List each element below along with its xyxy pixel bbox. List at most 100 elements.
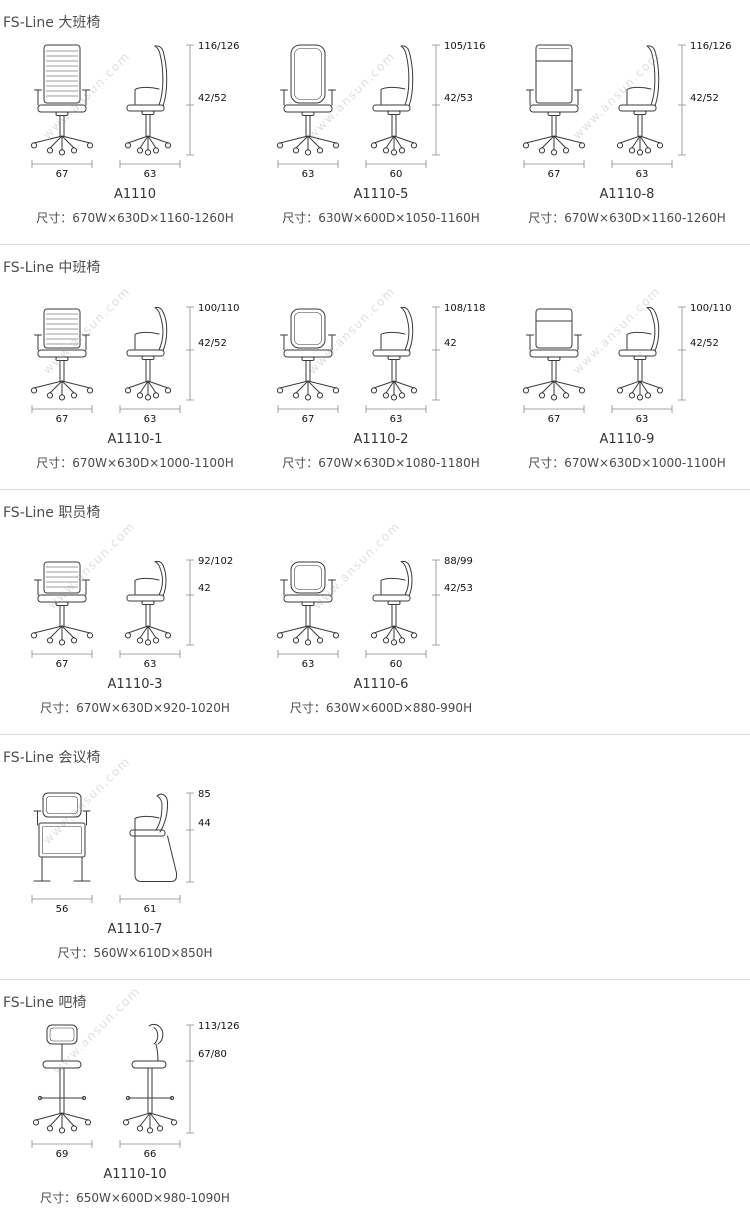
- size-text: 尺寸：560W×610D×850H: [57, 946, 213, 960]
- chair-drawing: 116/126 42/52 67 63: [20, 41, 240, 180]
- height-dimension: 116/126 42/52: [678, 41, 732, 156]
- chair-front-view: [277, 309, 338, 400]
- size-text: 尺寸：670W×630D×1080-1180H: [282, 456, 480, 470]
- product-cell: 113/126 67/80 69 66 A1110-10 尺寸：650W×600…: [20, 1020, 250, 1206]
- side-width-dimension: 63: [365, 405, 427, 425]
- height-dim-ticks: [186, 1024, 194, 1134]
- model-name: A1110-2: [353, 432, 409, 447]
- side-width-dim-line: [611, 160, 673, 168]
- product-cell: 116/126 42/52 67 63 A1110-8 尺寸：670W×630D…: [512, 40, 742, 226]
- height-dim-ticks: [432, 559, 440, 646]
- height-dimension: 100/110 42/52: [186, 303, 240, 401]
- chair-front-view: [32, 1024, 92, 1134]
- overall-height-label: 116/126: [690, 41, 732, 52]
- side-width-dim-line: [119, 895, 181, 903]
- height-dimension: 108/118 42: [432, 303, 486, 401]
- model-name: A1110-3: [107, 677, 163, 692]
- product-cell: 88/99 42/53 63 60 A1110-6 尺寸：630W×600D×8…: [266, 530, 496, 716]
- front-width-label: 69: [56, 1149, 69, 1160]
- side-width-label: 60: [390, 169, 403, 180]
- chair-side-view: [617, 46, 662, 155]
- side-width-label: 66: [144, 1149, 157, 1160]
- overall-height-label: 85: [198, 789, 211, 800]
- front-width-dimension: 63: [277, 160, 339, 180]
- side-width-label: 63: [144, 169, 157, 180]
- chair-side-view: [371, 46, 416, 155]
- front-width-dimension: 67: [523, 405, 585, 425]
- chair-front-view: [31, 45, 92, 155]
- side-width-label: 61: [144, 904, 157, 915]
- section: FS-Line 会议椅 85 44 56 61 A1110-7 尺寸：560W×…: [0, 735, 750, 980]
- chair-front-view: [31, 562, 92, 645]
- seat-height-label: 42/52: [690, 93, 719, 104]
- size-text: 尺寸：630W×600D×1050-1160H: [282, 211, 480, 225]
- section: FS-Line 大班椅 116/126 42/52 67 63 A1110 尺寸…: [0, 0, 750, 245]
- product-cell: 85 44 56 61 A1110-7 尺寸：560W×610D×850H: [20, 775, 250, 961]
- front-width-dim-line: [31, 1140, 93, 1148]
- height-dim-ticks: [432, 306, 440, 401]
- seat-height-label: 42/53: [444, 583, 473, 594]
- chair-front-view: [31, 309, 92, 400]
- side-width-label: 63: [636, 414, 649, 425]
- chair-side-view: [125, 46, 170, 155]
- seat-height-label: 42/53: [444, 93, 473, 104]
- chair-side-view: [617, 307, 662, 400]
- height-dimension: 100/110 42/52: [678, 303, 732, 401]
- side-width-dimension: 66: [119, 1140, 181, 1160]
- model-name: A1110-9: [599, 432, 655, 447]
- front-width-label: 67: [56, 659, 69, 670]
- front-width-dimension: 67: [31, 650, 93, 670]
- seat-height-label: 42: [444, 338, 457, 349]
- product-cell: 116/126 42/52 67 63 A1110 尺寸：670W×630D×1…: [20, 40, 250, 226]
- height-dimension: 92/102 42: [186, 556, 233, 646]
- side-width-dimension: 61: [119, 895, 181, 915]
- seat-height-label: 42/52: [198, 93, 227, 104]
- size-text: 尺寸：670W×630D×1000-1100H: [528, 456, 726, 470]
- side-width-dimension: 63: [119, 650, 181, 670]
- front-width-dim-line: [277, 405, 339, 413]
- side-width-label: 60: [390, 659, 403, 670]
- section: FS-Line 吧椅 113/126 67/80 69 66 A1110-10 …: [0, 980, 750, 1224]
- height-dimension: 105/116 42/53: [432, 41, 486, 156]
- front-width-label: 63: [302, 169, 315, 180]
- product-row: 116/126 42/52 67 63 A1110 尺寸：670W×630D×1…: [0, 40, 750, 226]
- front-width-label: 67: [548, 414, 561, 425]
- side-width-label: 63: [144, 414, 157, 425]
- chair-side-view: [125, 307, 170, 400]
- seat-height-label: 67/80: [198, 1049, 227, 1060]
- side-width-dim-line: [119, 405, 181, 413]
- size-text: 尺寸：670W×630D×1000-1100H: [36, 456, 234, 470]
- chair-drawing: 108/118 42 67 63: [266, 303, 486, 425]
- product-cell: 108/118 42 67 63 A1110-2 尺寸：670W×630D×10…: [266, 285, 496, 471]
- chair-side-view: [122, 1023, 178, 1134]
- model-name: A1110-6: [353, 677, 409, 692]
- height-dim-ticks: [678, 44, 686, 156]
- chair-drawing: 100/110 42/52 67 63: [512, 303, 732, 425]
- side-width-label: 63: [636, 169, 649, 180]
- overall-height-label: 88/99: [444, 556, 473, 567]
- model-name: A1110-5: [353, 187, 409, 202]
- front-width-label: 67: [548, 169, 561, 180]
- chair-drawing: 88/99 42/53 63 60: [266, 556, 473, 670]
- seat-height-label: 44: [198, 818, 211, 829]
- product-row: 85 44 56 61 A1110-7 尺寸：560W×610D×850H: [0, 775, 750, 961]
- model-name: A1110-8: [599, 187, 655, 202]
- front-width-label: 63: [302, 659, 315, 670]
- size-text: 尺寸：630W×600D×880-990H: [289, 701, 473, 715]
- overall-height-label: 108/118: [444, 303, 486, 314]
- front-width-dimension: 56: [31, 895, 93, 915]
- height-dimension: 85 44: [186, 789, 211, 883]
- overall-height-label: 116/126: [198, 41, 240, 52]
- overall-height-label: 105/116: [444, 41, 486, 52]
- side-width-dim-line: [365, 405, 427, 413]
- overall-height-label: 100/110: [198, 303, 240, 314]
- section-title: FS-Line 吧椅: [3, 995, 87, 1011]
- size-text: 尺寸：670W×630D×1160-1260H: [528, 211, 726, 225]
- chair-front-view: [523, 45, 584, 155]
- height-dim-ticks: [186, 44, 194, 156]
- front-width-dimension: 67: [31, 160, 93, 180]
- front-width-dim-line: [31, 405, 93, 413]
- chair-drawing: 105/116 42/53 63 60: [266, 41, 486, 180]
- section: FS-Line 职员椅 92/102 42 67 63 A1110-3 尺寸：6…: [0, 490, 750, 735]
